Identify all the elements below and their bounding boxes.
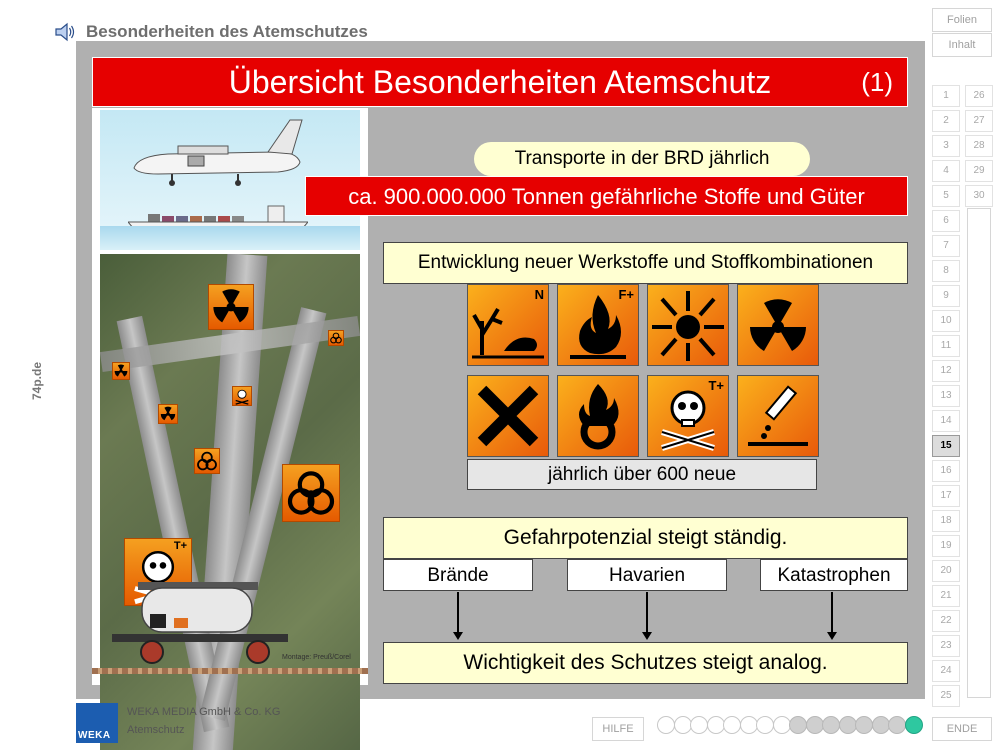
progress-dot [838, 716, 857, 734]
radioactive-sign-small-icon [112, 362, 130, 380]
logo-text: WEKA [78, 730, 111, 741]
weka-logo: WEKA [76, 703, 118, 743]
hazard-rise-box: Gefahrpotenzial steigt ständig. [383, 517, 908, 559]
progress-dot [706, 716, 725, 734]
slide-number-16[interactable]: 16 [932, 460, 960, 482]
slide-number-10[interactable]: 10 [932, 310, 960, 332]
slide-number-29[interactable]: 29 [965, 160, 993, 182]
montage-credit: Montage: Preuß/Corel [282, 654, 351, 661]
slide-title-bar: Übersicht Besonderheiten Atemschutz (1) [92, 57, 908, 107]
symbol-letter-7: T+ [708, 378, 724, 393]
slide-list-scrollbar[interactable] [967, 208, 991, 698]
explosive-icon [647, 284, 729, 366]
slide-number-17[interactable]: 17 [932, 485, 960, 507]
slide-number-23[interactable]: 23 [932, 635, 960, 657]
slide-number-28[interactable]: 28 [965, 135, 993, 157]
corrosive-icon [737, 375, 819, 457]
transport-amount: ca. 900.000.000 Tonnen gefährliche Stoff… [305, 176, 908, 216]
slide-title-number: (1) [861, 67, 893, 97]
transport-label: Transporte in der BRD jährlich [474, 142, 810, 176]
progress-dot [772, 716, 791, 734]
slide-number-13[interactable]: 13 [932, 385, 960, 407]
progress-dot [723, 716, 741, 734]
slide-number-30[interactable]: 30 [965, 185, 993, 207]
end-button[interactable]: ENDE [932, 717, 992, 741]
symbol-letter-2: F+ [618, 287, 634, 302]
slide-number-21[interactable]: 21 [932, 585, 960, 607]
slide-number-5[interactable]: 5 [932, 185, 960, 207]
folien-button[interactable]: Folien [932, 8, 992, 32]
side-watermark: 74p.de [30, 361, 44, 400]
slide-number-4[interactable]: 4 [932, 160, 960, 182]
sea-background [100, 226, 360, 250]
rail-track [92, 668, 368, 674]
slide-number-6[interactable]: 6 [932, 210, 960, 232]
slide-number-22[interactable]: 22 [932, 610, 960, 632]
slide-number-14[interactable]: 14 [932, 410, 960, 432]
biohazard-sign-large-icon [282, 464, 340, 522]
slide-number-12[interactable]: 12 [932, 360, 960, 382]
slide-number-9[interactable]: 9 [932, 285, 960, 307]
slide-number-19[interactable]: 19 [932, 535, 960, 557]
biohazard-sign-small-icon [328, 330, 344, 346]
arrow-down-3 [827, 592, 837, 640]
slide-number-18[interactable]: 18 [932, 510, 960, 532]
progress-dot [789, 716, 807, 734]
slide-number-25[interactable]: 25 [932, 685, 960, 707]
progress-dot [756, 716, 774, 734]
arrow-down-1 [453, 592, 463, 640]
slide-number-3[interactable]: 3 [932, 135, 960, 157]
progress-dot [888, 716, 906, 734]
progress-dot [690, 716, 708, 734]
oxidizing-icon [557, 375, 639, 457]
incident-catastrophes: Katastrophen [760, 559, 908, 591]
radioactive-sign-small-icon-2 [158, 404, 178, 424]
slide-number-24[interactable]: 24 [932, 660, 960, 682]
biohazard-sign-medium-icon [194, 448, 220, 474]
incident-accidents: Havarien [567, 559, 727, 591]
product-name: Atemschutz [127, 724, 185, 736]
tank-wagon-icon [112, 582, 288, 664]
yearly-new-box: jährlich über 600 neue [467, 459, 817, 490]
slide-number-20[interactable]: 20 [932, 560, 960, 582]
environment-hazard-icon: N [467, 284, 549, 366]
company-name: WEKA MEDIA GmbH & Co. KG [127, 706, 281, 718]
progress-dot [673, 716, 692, 734]
harmful-icon [467, 375, 549, 457]
photo-symbol-letter: T+ [173, 540, 187, 552]
progress-dot [739, 716, 758, 734]
flammable-icon: F+ [557, 284, 639, 366]
slide-number-8[interactable]: 8 [932, 260, 960, 282]
incident-fires: Brände [383, 559, 533, 591]
toxic-sign-small-icon [232, 386, 252, 406]
progress-dot [657, 716, 675, 734]
slide-title: Übersicht Besonderheiten Atemschutz [228, 64, 772, 100]
progress-dot [871, 716, 890, 734]
slide-number-15[interactable]: 15 [932, 435, 960, 457]
inhalt-button[interactable]: Inhalt [932, 33, 992, 57]
symbol-letter-1: N [534, 287, 544, 302]
arrow-down-2 [642, 592, 652, 640]
app-title: Besonderheiten des Atemschutzes [86, 22, 368, 41]
slide-number-26[interactable]: 26 [965, 85, 993, 107]
progress-dot [904, 716, 923, 734]
radioactive-sign-icon [208, 284, 254, 330]
slide-number-11[interactable]: 11 [932, 335, 960, 357]
protection-box: Wichtigkeit des Schutzes steigt analog. [383, 642, 908, 684]
slide-number-1[interactable]: 1 [932, 85, 960, 107]
slide-number-2[interactable]: 2 [932, 110, 960, 132]
slide-number-27[interactable]: 27 [965, 110, 993, 132]
help-button[interactable]: HILFE [592, 717, 644, 741]
progress-dot [805, 716, 824, 734]
progress-dot [822, 716, 840, 734]
development-box: Entwicklung neuer Werkstoffe und Stoffko… [383, 242, 908, 284]
radioactive-icon [737, 284, 819, 366]
toxic-icon: T+ [647, 375, 729, 457]
progress-dot [855, 716, 873, 734]
airplane-icon [133, 119, 303, 186]
speaker-icon[interactable] [54, 22, 76, 42]
slide-number-7[interactable]: 7 [932, 235, 960, 257]
